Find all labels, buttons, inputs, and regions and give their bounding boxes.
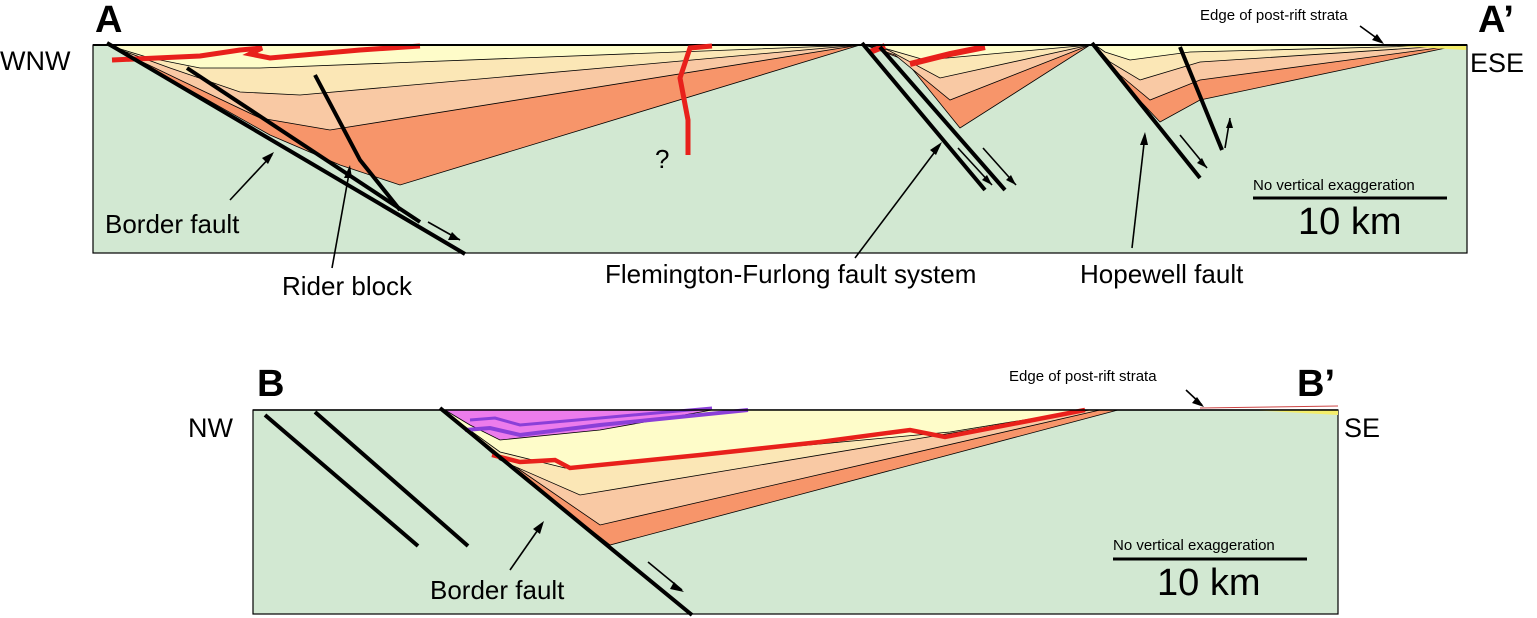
- red-dike: [677, 43, 713, 155]
- label-a-prime: A’: [1478, 0, 1514, 41]
- edge-label-a: Edge of post-rift strata: [1200, 7, 1348, 24]
- dir-ese: ESE: [1470, 48, 1524, 78]
- red-bed-west: [111, 43, 421, 63]
- basement-fault-1: [263, 413, 420, 548]
- scale-note-a: No vertical exaggeration: [1253, 177, 1415, 194]
- rider-fault-1: [185, 66, 422, 224]
- border-fault-b: [438, 406, 694, 617]
- section-a: ? A A’ WNW ESE Edge of post-rift strata …: [0, 0, 1524, 301]
- scale-value-b: 10 km: [1157, 562, 1260, 604]
- flemington-fault-1: [860, 41, 987, 192]
- dir-nw: NW: [188, 413, 233, 443]
- question-mark: ?: [655, 144, 669, 174]
- border-fault-label-a: Border fault: [105, 209, 240, 239]
- scale-value-a: 10 km: [1298, 201, 1401, 243]
- scale-note-b: No vertical exaggeration: [1113, 537, 1275, 554]
- label-b-prime: B’: [1297, 363, 1335, 405]
- label-a: A: [95, 0, 122, 41]
- dir-se: SE: [1344, 413, 1380, 443]
- basement-fault-2: [313, 410, 470, 548]
- border-fault-a: [105, 41, 467, 256]
- label-b: B: [257, 363, 284, 405]
- hopewell-secondary-fault: [1178, 46, 1224, 151]
- rider-fault-2: [313, 74, 402, 212]
- red-bed-b: [491, 407, 1086, 471]
- purple-bed: [464, 408, 749, 438]
- section-b: B B’ NW SE Edge of post-rift strata Bord…: [188, 363, 1380, 617]
- border-fault-label-b: Border fault: [430, 575, 565, 605]
- rider-block-label: Rider block: [282, 271, 413, 301]
- flemington-label: Flemington-Furlong fault system: [605, 259, 976, 289]
- dir-wnw: WNW: [0, 46, 71, 76]
- edge-label-b: Edge of post-rift strata: [1009, 368, 1157, 385]
- section-b-basin: [440, 406, 1338, 546]
- flemington-fault-2: [878, 45, 1007, 192]
- slip-arrows-a: [427, 117, 1233, 241]
- hopewell-label: Hopewell fault: [1080, 259, 1244, 289]
- hopewell-fault: [1090, 41, 1202, 180]
- section-a-central-basin: [864, 43, 1092, 129]
